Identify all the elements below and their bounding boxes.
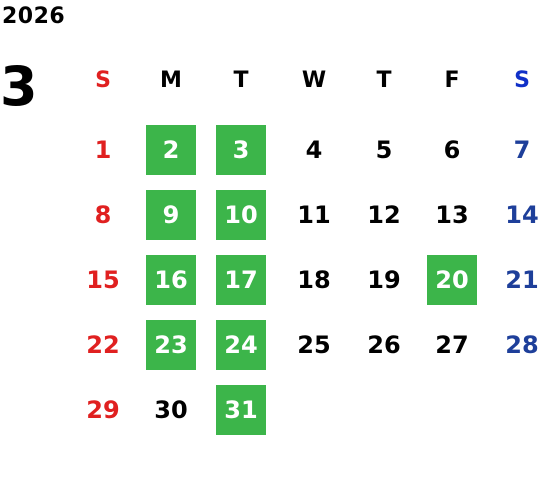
day-cell[interactable]: 7 — [513, 136, 531, 164]
day-cell[interactable]: 14 — [505, 201, 539, 229]
day-cell[interactable]: 29 — [86, 396, 120, 424]
weekday-thu: T — [376, 68, 392, 93]
day-cell[interactable]: 30 — [154, 396, 188, 424]
day-cell[interactable]: 11 — [297, 201, 331, 229]
day-cell-highlighted[interactable]: 2 — [146, 125, 196, 175]
day-cell[interactable]: 22 — [86, 331, 120, 359]
day-cell-highlighted[interactable]: 10 — [216, 190, 266, 240]
day-cell[interactable]: 12 — [367, 201, 401, 229]
day-cell[interactable]: 21 — [505, 266, 539, 294]
calendar-year: 2026 — [2, 4, 66, 29]
weekday-wed: W — [301, 68, 327, 93]
calendar-month: 3 — [0, 55, 38, 118]
day-cell[interactable]: 5 — [375, 136, 393, 164]
day-cell[interactable]: 19 — [367, 266, 401, 294]
weekday-mon: M — [160, 68, 182, 93]
day-cell[interactable]: 6 — [443, 136, 461, 164]
day-cell[interactable]: 1 — [94, 136, 112, 164]
day-cell[interactable]: 26 — [367, 331, 401, 359]
weekday-sun: S — [95, 68, 111, 93]
day-cell[interactable]: 27 — [435, 331, 469, 359]
weekday-tue: T — [233, 68, 249, 93]
weekday-fri: F — [444, 68, 460, 93]
weekday-sat: S — [514, 68, 530, 93]
day-cell[interactable]: 13 — [435, 201, 469, 229]
day-cell-highlighted[interactable]: 24 — [216, 320, 266, 370]
day-cell-highlighted[interactable]: 3 — [216, 125, 266, 175]
day-cell-highlighted[interactable]: 9 — [146, 190, 196, 240]
day-cell[interactable]: 25 — [297, 331, 331, 359]
day-cell[interactable]: 28 — [505, 331, 539, 359]
day-cell[interactable]: 18 — [297, 266, 331, 294]
day-cell[interactable]: 4 — [305, 136, 323, 164]
day-cell-highlighted[interactable]: 16 — [146, 255, 196, 305]
day-cell-highlighted[interactable]: 23 — [146, 320, 196, 370]
day-cell-highlighted[interactable]: 17 — [216, 255, 266, 305]
day-cell[interactable]: 15 — [86, 266, 120, 294]
day-cell[interactable]: 8 — [94, 201, 112, 229]
day-cell-highlighted[interactable]: 20 — [427, 255, 477, 305]
day-cell-highlighted[interactable]: 31 — [216, 385, 266, 435]
